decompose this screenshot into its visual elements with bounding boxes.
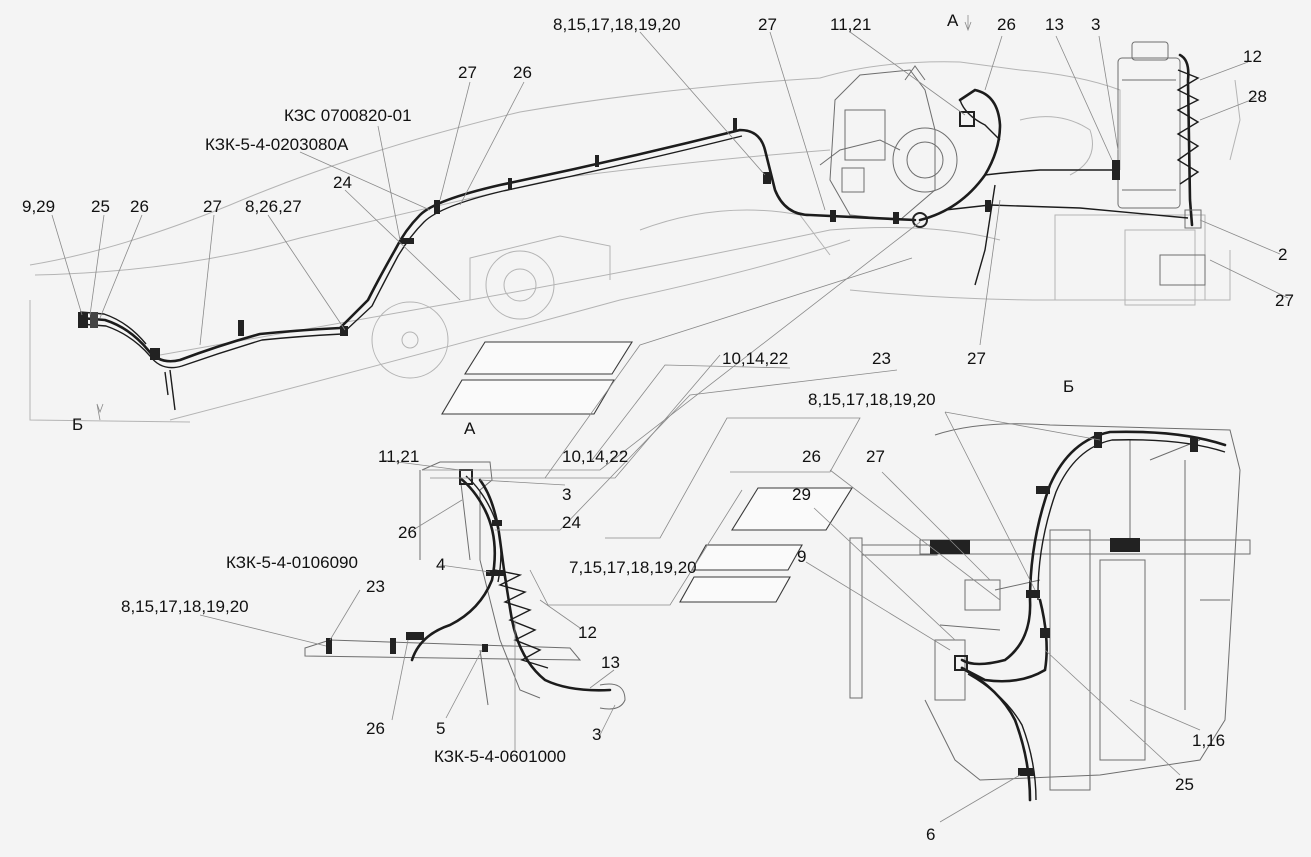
label-detail-b-3: 27 [866,447,885,466]
engine-group [819,65,958,221]
label-detail-b-1: 8,15,17,18,19,20 [808,390,936,409]
label-mid-2: 23 [872,349,891,368]
label-right-4: 27 [1275,291,1294,310]
callout-labels: 8,15,17,18,19,20 27 11,21 А 26 13 3 12 2… [22,11,1294,844]
detail-b-hoses [930,430,1227,802]
label-top-1: 8,15,17,18,19,20 [553,15,681,34]
label-detail-a-13: 5 [436,719,445,738]
label-detail-a-5: 24 [562,513,581,532]
main-hose-runs [78,88,1189,411]
label-main-6: 26 [130,197,149,216]
label-detail-a-2: 10,14,22 [562,447,628,466]
label-detail-a-9: 8,15,17,18,19,20 [121,597,249,616]
part-code-kzs-0700820: КЗС 0700820-01 [284,106,412,125]
label-right-3: 2 [1278,245,1287,264]
label-detail-a-12: 26 [366,719,385,738]
label-detail-a-1: 11,21 [378,447,419,466]
label-top-3: 11,21 [830,15,871,34]
hose-clamps [78,111,1120,360]
label-detail-b-8: 6 [926,825,935,844]
view-a-marker: А [947,11,959,30]
detail-b-outline [849,423,1251,791]
label-detail-a-3: 3 [562,485,571,504]
detail-a-hoses [326,469,612,692]
label-main-8: 8,26,27 [245,197,302,216]
label-main-7: 27 [203,197,222,216]
label-main-4: 9,29 [22,197,55,216]
label-detail-b-4: 29 [792,485,811,504]
view-b-marker-left: Б [72,415,83,434]
label-main-5: 25 [91,197,110,216]
label-detail-b-6: 1,16 [1192,731,1225,750]
label-detail-a-4: 26 [398,523,417,542]
label-right-1: 12 [1243,47,1262,66]
label-detail-a-8: 23 [366,577,385,596]
hydraulic-tank [1117,41,1206,286]
label-main-2: 26 [513,63,532,82]
detail-a-outline [304,461,626,710]
part-code-kzk-0203080a: КЗК-5-4-0203080А [205,135,349,154]
part-code-kzk-0106090: КЗК-5-4-0106090 [226,553,358,572]
label-mid-3: 27 [967,349,986,368]
label-mid-1: 10,14,22 [722,349,788,368]
label-top-2: 27 [758,15,777,34]
label-detail-b-5: 9 [797,547,806,566]
part-code-kzk-0601000: КЗК-5-4-0601000 [434,747,566,766]
label-top-7: 3 [1091,15,1100,34]
label-detail-b-7: 25 [1175,775,1194,794]
label-main-1: 27 [458,63,477,82]
label-right-2: 28 [1248,87,1267,106]
part-panels [441,341,853,603]
label-detail-a-10: 12 [578,623,597,642]
label-main-3: 24 [333,173,352,192]
label-detail-a-11: 13 [601,653,620,672]
label-detail-a-6: 4 [436,555,445,574]
label-detail-b-2: 26 [802,447,821,466]
view-b-title: Б [1063,377,1074,396]
leader-lines [51,15,1289,823]
view-a-title: А [464,419,476,438]
label-detail-a-7: 7,15,17,18,19,20 [569,558,697,577]
label-top-5: 26 [997,15,1016,34]
view-connectors [422,221,921,606]
label-top-6: 13 [1045,15,1064,34]
label-detail-a-14: 3 [592,725,601,744]
